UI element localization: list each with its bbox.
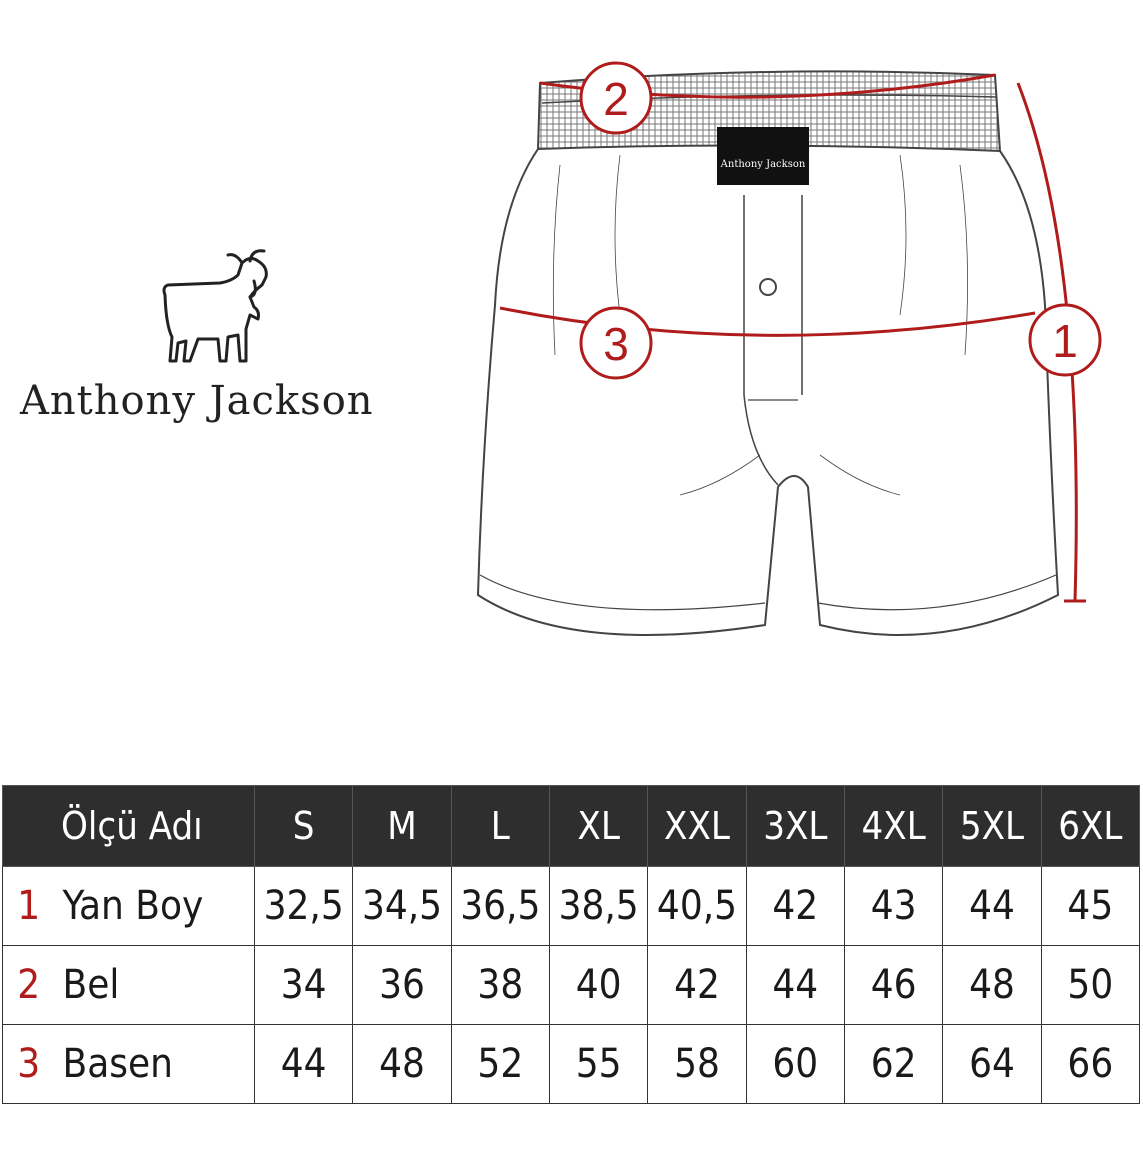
row-number: 2	[2, 945, 55, 1025]
header-measure-name: Ölçü Adı	[2, 785, 255, 867]
table-cell: 36,5	[450, 866, 550, 946]
brand-name: Anthony Jackson	[20, 378, 374, 424]
measure-line-side-length: 1	[1016, 82, 1102, 603]
table-cell: 48	[942, 945, 1042, 1025]
table-cell: 48	[352, 1024, 452, 1104]
table-cell: 60	[745, 1024, 845, 1104]
table-cell: 66	[1040, 1024, 1141, 1104]
brand-label-tag: Anthony Jackson	[717, 127, 809, 185]
table-cell: 44	[253, 1024, 354, 1104]
svg-text:3: 3	[603, 318, 629, 370]
table-row: 2 Bel 34 36 38 40 42 44 46 48 50	[2, 945, 1141, 1025]
shorts-body	[476, 148, 1060, 636]
table-cell: 42	[745, 866, 845, 946]
header-size: L	[450, 785, 550, 867]
table-cell: 64	[942, 1024, 1042, 1104]
table-row: 3 Basen 44 48 52 55 58 60 62 64 66	[2, 1024, 1141, 1104]
header-size: S	[253, 785, 354, 867]
size-chart-table: Ölçü Adı S M L XL XXL 3XL 4XL 5XL 6XL 1 …	[2, 785, 1141, 1104]
boxer-shorts-diagram: Anthony Jackson 2 3 1	[476, 61, 1102, 636]
table-cell: 32,5	[253, 866, 354, 946]
brand-goat-logo-icon	[162, 249, 268, 363]
table-cell: 45	[1040, 866, 1141, 946]
table-cell: 34,5	[352, 866, 452, 946]
table-cell: 34	[253, 945, 354, 1025]
measure-line-hip: 3	[499, 306, 1036, 380]
table-cell: 44	[745, 945, 845, 1025]
table-cell: 58	[647, 1024, 747, 1104]
svg-text:Anthony Jackson: Anthony Jackson	[720, 159, 806, 170]
measure-line-waist: 2	[539, 61, 996, 135]
row-number: 1	[2, 866, 55, 946]
header-size: 6XL	[1040, 785, 1141, 867]
table-cell: 62	[843, 1024, 944, 1104]
table-row: 1 Yan Boy 32,5 34,5 36,5 38,5 40,5 42 43…	[2, 866, 1141, 946]
header-size: XXL	[647, 785, 747, 867]
table-cell: 52	[450, 1024, 550, 1104]
table-cell: 40,5	[647, 866, 747, 946]
shorts-button	[759, 278, 777, 296]
table-cell: 38,5	[548, 866, 649, 946]
table-cell: 50	[1040, 945, 1141, 1025]
table-cell: 40	[548, 945, 649, 1025]
table-cell: 44	[942, 866, 1042, 946]
header-size: 3XL	[745, 785, 845, 867]
table-cell: 46	[843, 945, 944, 1025]
svg-text:2: 2	[603, 73, 629, 125]
row-measure-name: Bel	[54, 945, 255, 1025]
row-number: 3	[2, 1024, 55, 1104]
table-header-row: Ölçü Adı S M L XL XXL 3XL 4XL 5XL 6XL	[2, 785, 1141, 867]
table-cell: 55	[548, 1024, 649, 1104]
table-cell: 38	[450, 945, 550, 1025]
table-cell: 43	[843, 866, 944, 946]
row-measure-name: Yan Boy	[54, 866, 255, 946]
row-measure-name: Basen	[54, 1024, 255, 1104]
header-size: 4XL	[843, 785, 944, 867]
table-cell: 42	[647, 945, 747, 1025]
table-cell: 36	[352, 945, 452, 1025]
header-size: 5XL	[942, 785, 1042, 867]
svg-text:1: 1	[1052, 315, 1078, 367]
header-size: XL	[548, 785, 649, 867]
header-size: M	[352, 785, 452, 867]
